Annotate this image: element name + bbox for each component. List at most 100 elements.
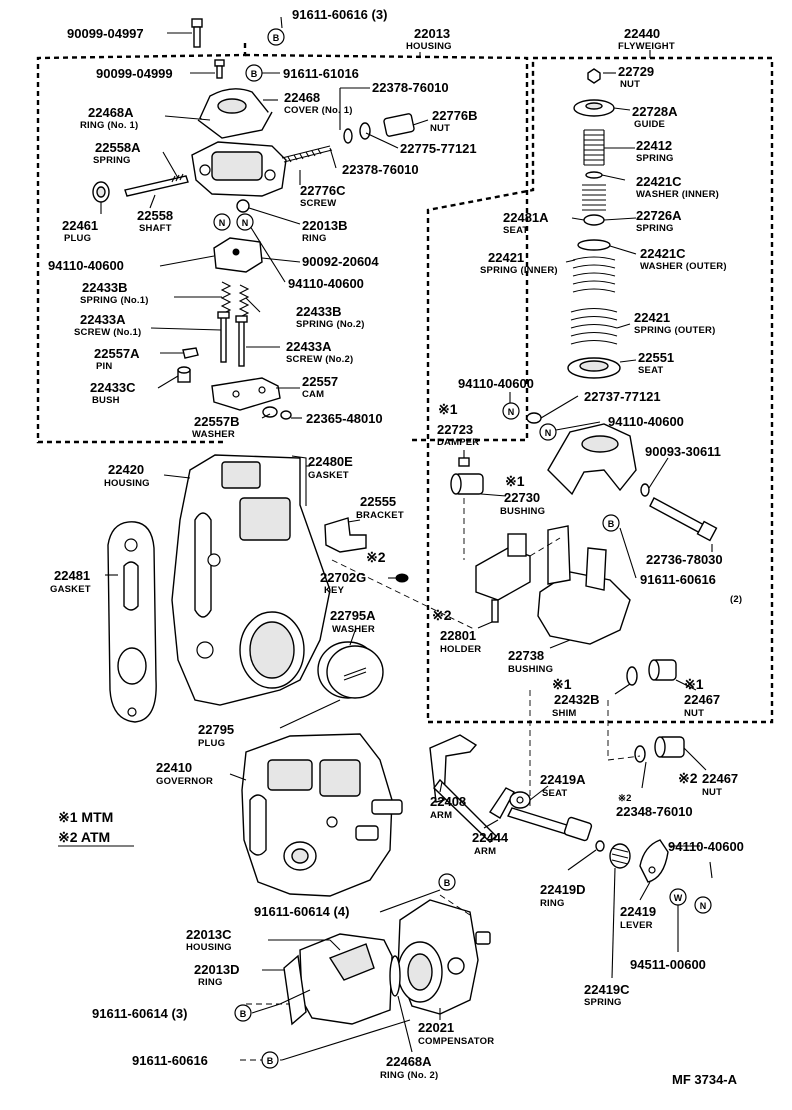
bolt-90099-04999 xyxy=(214,59,225,79)
svg-text:22461: 22461 xyxy=(62,218,98,233)
marker-1: ※1 xyxy=(438,401,458,417)
svg-text:22419A: 22419A xyxy=(540,772,586,787)
callout-22378-76010-b: 22378-76010 xyxy=(342,162,419,177)
svg-text:B: B xyxy=(240,1009,247,1019)
svg-text:BUSH: BUSH xyxy=(92,395,120,406)
callout-91611-60616: 91611-60616 xyxy=(132,1053,208,1068)
svg-text:NUT: NUT xyxy=(702,787,722,798)
svg-text:22021: 22021 xyxy=(418,1020,454,1035)
svg-text:COMPENSATOR: COMPENSATOR xyxy=(418,1036,494,1047)
svg-text:WASHER: WASHER xyxy=(192,429,235,440)
n-circle-symbol: N xyxy=(213,213,231,231)
svg-text:HOUSING: HOUSING xyxy=(186,942,232,953)
callout-94110-40600-e: 94110-40600 xyxy=(668,839,744,854)
svg-text:W: W xyxy=(674,893,683,903)
svg-text:KEY: KEY xyxy=(324,585,345,596)
svg-text:22730: 22730 xyxy=(504,490,540,505)
block-94110 xyxy=(213,237,263,273)
gasket-22481-part xyxy=(107,521,157,723)
b-circle-symbol: B xyxy=(602,514,620,532)
svg-text:BRACKET: BRACKET xyxy=(356,510,404,521)
damper-22723-part xyxy=(458,457,470,467)
svg-text:SEAT: SEAT xyxy=(542,788,567,799)
callout-90092-20604: 90092-20604 xyxy=(302,254,379,269)
svg-text:B: B xyxy=(273,33,280,43)
svg-text:22738: 22738 xyxy=(508,648,544,663)
svg-text:HOUSING: HOUSING xyxy=(406,41,452,52)
svg-text:22421C: 22421C xyxy=(636,174,682,189)
marker-2: ※2 xyxy=(432,607,452,623)
bush-22433C xyxy=(177,366,191,383)
bolt-22736 xyxy=(649,497,718,542)
nut-22467-lower-part xyxy=(654,736,685,758)
group-boxes xyxy=(36,43,774,724)
svg-text:22013: 22013 xyxy=(414,26,450,41)
shim-22432B-part xyxy=(626,666,638,686)
callout-94511-00600: 94511-00600 xyxy=(630,957,706,972)
callout-90099-04999: 90099-04999 xyxy=(96,66,173,81)
svg-text:SPRING (OUTER): SPRING (OUTER) xyxy=(634,325,715,336)
callout-91611-60616-3: 91611-60616 (3) xyxy=(292,7,387,22)
ring-22468A-no2-part xyxy=(389,955,401,997)
svg-text:22728A: 22728A xyxy=(632,104,678,119)
legend-atm: ※2 ATM xyxy=(58,829,110,845)
bolt-90099-04997 xyxy=(191,18,203,48)
governor-22410-part xyxy=(241,733,403,897)
svg-text:B: B xyxy=(608,519,615,529)
callout-22365-48010: 22365-48010 xyxy=(306,411,383,426)
washer-22348-part xyxy=(634,745,646,763)
svg-text:22408: 22408 xyxy=(430,794,466,809)
plug-22461 xyxy=(92,181,110,203)
nut-22467-part xyxy=(648,659,677,681)
svg-text:N: N xyxy=(242,218,249,228)
svg-text:22419C: 22419C xyxy=(584,982,630,997)
svg-text:HOUSING: HOUSING xyxy=(104,478,150,489)
housing-22013-upper xyxy=(191,141,287,197)
svg-text:BUSHING: BUSHING xyxy=(500,506,545,517)
marker-2: ※2 xyxy=(678,770,698,786)
b-circle-symbol: B xyxy=(234,1004,252,1022)
svg-text:NUT: NUT xyxy=(620,79,640,90)
bushing-22738-part xyxy=(537,525,631,645)
svg-text:22467: 22467 xyxy=(702,771,738,786)
svg-text:SPRING: SPRING xyxy=(584,997,622,1008)
callout-labels: 90099-04997 91611-60616 (3) 22013HOUSING… xyxy=(48,7,744,1081)
svg-text:B: B xyxy=(444,878,451,888)
cam-22557 xyxy=(211,377,281,411)
svg-text:22433A: 22433A xyxy=(80,312,126,327)
marker-2: ※2 xyxy=(618,793,632,804)
callout-22775-77121: 22775-77121 xyxy=(400,141,477,156)
svg-text:22551: 22551 xyxy=(638,350,674,365)
svg-text:22013B: 22013B xyxy=(302,218,348,233)
svg-text:22555: 22555 xyxy=(360,494,396,509)
callout-94110-40600-d: 94110-40600 xyxy=(608,414,684,429)
lever-22419-part xyxy=(639,839,669,883)
svg-text:ARM: ARM xyxy=(430,810,452,821)
svg-text:22801: 22801 xyxy=(440,628,476,643)
svg-text:22481A: 22481A xyxy=(503,210,549,225)
svg-text:22776C: 22776C xyxy=(300,183,346,198)
spring-22419C-part xyxy=(609,843,631,869)
